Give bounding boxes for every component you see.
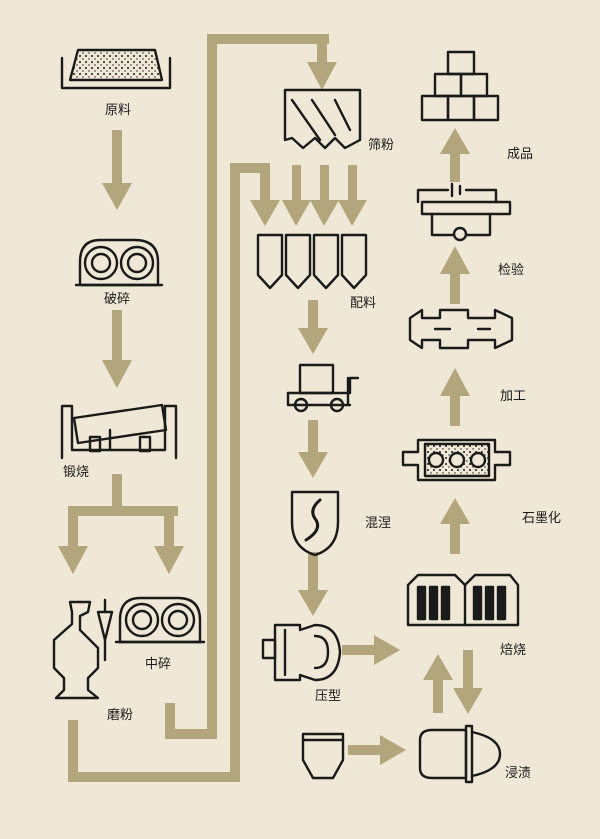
arrow-graphitization-to-machining — [440, 368, 470, 426]
raw-material-tray-icon — [60, 48, 172, 90]
arrow-mixer-to-pressing — [298, 552, 328, 616]
label-raw-material: 原料 — [105, 103, 132, 118]
label-machining: 加工 — [500, 389, 527, 404]
finished-product-stack-icon — [420, 50, 500, 122]
arrow-pitch-to-impregnation — [348, 735, 406, 765]
arrow-inspection-to-product — [440, 128, 470, 182]
label-batching: 配料 — [350, 296, 377, 311]
arrow-pressing-to-baking — [342, 635, 400, 665]
mix-vehicle-icon — [286, 363, 360, 413]
label-pressing: 压型 — [315, 689, 342, 704]
calcination-kiln-icon — [60, 403, 178, 460]
inspection-bench-icon — [416, 182, 512, 242]
medium-crusher-icon — [114, 596, 206, 644]
arrow-return-to-batching — [68, 163, 280, 782]
pitch-tank-icon — [301, 732, 345, 780]
arrow-vehicle-to-mixer — [298, 420, 328, 478]
arrow-screening-to-batching — [282, 165, 367, 226]
arrow-impregnation-baking-loop — [423, 650, 483, 714]
label-inspection: 检验 — [498, 263, 525, 278]
arrow-machining-to-inspection — [440, 246, 470, 304]
arrow-baking-to-graphitization — [440, 498, 470, 554]
baking-furnace-icon — [406, 573, 520, 627]
label-crushing: 破碎 — [104, 292, 131, 307]
machining-electrode-icon — [408, 308, 514, 350]
label-baking: 焙烧 — [500, 643, 527, 658]
arrow-raw-to-crushing — [102, 130, 132, 210]
label-mixing: 混涅 — [365, 516, 392, 531]
arrow-batching-to-mixing — [298, 300, 328, 354]
graphitization-furnace-icon — [401, 438, 512, 482]
label-screening: 筛粉 — [368, 138, 395, 153]
label-finished-product: 成品 — [507, 147, 534, 162]
batching-hoppers-icon — [256, 233, 368, 290]
label-medium-crushing: 中碎 — [145, 657, 172, 672]
label-impregnation: 浸渍 — [505, 766, 532, 781]
roll-crusher-icon — [74, 238, 164, 287]
arrow-crushing-to-calcination — [102, 310, 132, 388]
arrow-grinding-to-screening — [165, 34, 337, 739]
label-grinding: 磨粉 — [107, 708, 134, 723]
extrusion-press-icon — [261, 623, 342, 682]
arrow-calcination-split — [58, 474, 184, 574]
flow-arrows — [58, 34, 483, 782]
label-graphitization: 石墨化 — [522, 511, 562, 526]
mixer-kneader-icon — [290, 490, 340, 557]
label-calcination: 锻烧 — [63, 465, 90, 480]
impregnation-autoclave-icon — [418, 724, 502, 784]
grinding-mill-icon — [52, 598, 114, 700]
screening-machine-icon — [283, 88, 362, 150]
